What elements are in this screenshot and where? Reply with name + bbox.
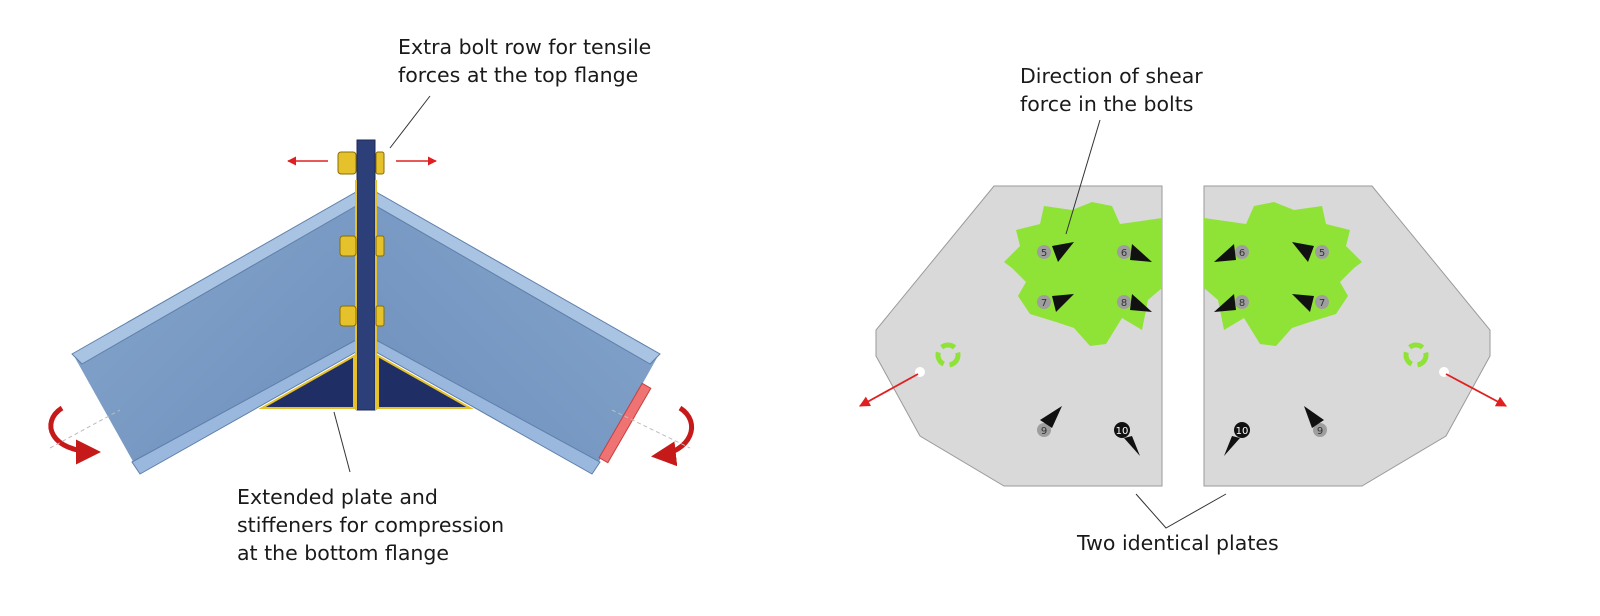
bolt-6: 6 — [1117, 244, 1152, 262]
bolt-row-2 — [339, 235, 385, 257]
annotation-line: stiffeners for compression — [237, 513, 505, 537]
svg-text:5: 5 — [1041, 248, 1047, 259]
svg-text:6: 6 — [1239, 248, 1245, 259]
plate-force-arrow-left — [859, 373, 919, 407]
svg-text:5: 5 — [1319, 248, 1325, 259]
annotation-line: Extended plate and — [237, 485, 438, 509]
moment-arrow-left — [48, 405, 101, 465]
svg-text:6: 6 — [1121, 248, 1127, 259]
end-plate — [356, 139, 376, 411]
annotation-line: force in the bolts — [1020, 92, 1194, 116]
annotation-line: Extra bolt row for tensile — [398, 35, 652, 59]
annotation-line: at the bottom flange — [237, 541, 450, 565]
left-plate-stress-zone — [1004, 202, 1162, 346]
bolt-9: 9 — [1304, 406, 1327, 437]
leader-two-plates — [1135, 493, 1227, 529]
bolt-row-top — [337, 151, 385, 175]
bolt-5: 5 — [1037, 242, 1074, 262]
leader-shear-direction — [1065, 119, 1101, 235]
annotation-line: Two identical plates — [1077, 531, 1279, 555]
annotation-shear-direction: Direction of shear force in the bolts — [1020, 62, 1203, 118]
bolt-7: 7 — [1292, 294, 1329, 312]
right-beam-web — [376, 196, 658, 474]
bolt-8: 8 — [1214, 294, 1249, 312]
left-stiffener — [258, 354, 355, 409]
svg-text:7: 7 — [1041, 298, 1047, 309]
bolt-5: 5 — [1292, 242, 1329, 262]
svg-text:7: 7 — [1319, 298, 1325, 309]
bolt-row-3 — [339, 305, 385, 327]
knee-connection-model — [48, 95, 694, 475]
right-plate-bolts: 6 5 8 7 10 — [1214, 242, 1329, 456]
bolt-8: 8 — [1117, 294, 1152, 312]
svg-text:9: 9 — [1317, 426, 1323, 437]
annotation-two-plates: Two identical plates — [1077, 529, 1279, 557]
bolt-10: 10 — [1224, 422, 1250, 456]
plate-analysis: 5 6 7 8 9 — [859, 119, 1507, 529]
leader-extended-plate — [333, 411, 351, 473]
bolt-10: 10 — [1114, 422, 1140, 456]
plate-force-arrow-right — [1445, 373, 1507, 407]
bolt-9: 9 — [1037, 406, 1062, 437]
annotation-line: forces at the top flange — [398, 63, 639, 87]
svg-text:8: 8 — [1121, 298, 1127, 309]
right-stiffener — [377, 354, 474, 409]
leader-extra-bolt-row — [389, 95, 431, 149]
right-plate-stress-zone — [1204, 202, 1362, 346]
bolt-6: 6 — [1214, 244, 1249, 262]
bolt-7: 7 — [1037, 294, 1074, 312]
load-support-bar — [598, 382, 652, 464]
left-plate-bolts: 5 6 7 8 9 — [1037, 242, 1152, 456]
annotation-line: Direction of shear — [1020, 64, 1203, 88]
svg-text:8: 8 — [1239, 298, 1245, 309]
annotation-extended-plate: Extended plate and stiffeners for compre… — [237, 483, 504, 567]
left-beam-web — [74, 196, 356, 474]
svg-text:10: 10 — [1236, 426, 1249, 437]
svg-text:9: 9 — [1041, 426, 1047, 437]
annotation-extra-bolt-row: Extra bolt row for tensile forces at the… — [398, 33, 651, 89]
svg-text:10: 10 — [1116, 426, 1129, 437]
moment-arrow-right — [651, 405, 694, 467]
